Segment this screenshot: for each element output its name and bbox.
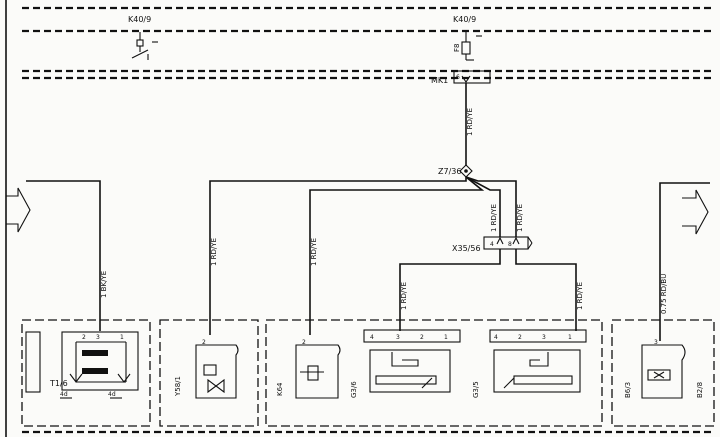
mk1-pin-arrow (461, 75, 471, 83)
main-wire-label: 1 RD/YE (466, 108, 474, 136)
t16-pin-1: 1 (120, 334, 124, 341)
g36-pin-4: 4 (370, 334, 374, 341)
k64-pin: 2 (302, 339, 306, 346)
g36-pin-2: 2 (420, 334, 424, 341)
t1-6-module (25, 331, 139, 399)
wire-b63 (659, 182, 710, 341)
y58-label: Y58/1 (174, 376, 182, 397)
branch-k64 (309, 176, 485, 335)
k40-9-left-switch (131, 32, 158, 60)
mk1-label: MK1 (431, 76, 448, 85)
t16-wire-label: 1 BK/YE (100, 271, 108, 298)
g36-wire-label: 1 RD/YE (400, 282, 408, 310)
right-continuation-arrow (682, 189, 709, 235)
b63-label: B6/3 (624, 382, 632, 398)
g35-label: G3/5 (472, 381, 480, 398)
y58-pin: 2 (202, 339, 206, 346)
mk1-connector (453, 70, 491, 84)
g3-5-sensor (489, 329, 587, 393)
t16-pin-3: 3 (96, 334, 100, 341)
g35-pin-2: 2 (518, 334, 522, 341)
g35-wire-label: 1 RD/YE (576, 282, 584, 310)
g35-pin-4: 4 (494, 334, 498, 341)
x35-56-connector (483, 236, 529, 250)
g36-pin-1: 1 (444, 334, 448, 341)
b63-pin: 3 (654, 339, 658, 346)
g35-pin-3: 3 (542, 334, 546, 341)
box-k64-g3 (265, 319, 603, 427)
t16-left-pin: 4d (60, 391, 68, 398)
x35-pin-right: 8 (508, 241, 512, 248)
b28-label: B2/8 (696, 382, 704, 398)
x35-pin-left: 4 (490, 241, 494, 248)
branch-x35-right (465, 176, 517, 237)
t16-pin-2: 2 (82, 334, 86, 341)
x35-left-wire-label: 1 RD/YE (490, 204, 498, 232)
k64-label: K64 (276, 382, 284, 396)
b6-3-sensor (641, 344, 686, 399)
box-y58 (159, 319, 259, 427)
splice-dot (464, 169, 468, 173)
mk1-pin: 6 (456, 74, 460, 81)
g36-pin-3: 3 (396, 334, 400, 341)
wire-to-g36 (399, 249, 501, 331)
g35-pin-1: 1 (568, 334, 572, 341)
b63-wire-label: 0.75 RD/BU (660, 274, 668, 314)
g3-6-sensor (363, 329, 461, 393)
t16-right-pin: 4d (108, 391, 116, 398)
k40-9-left-label: K40/9 (128, 15, 151, 24)
wire-to-g35 (515, 249, 577, 331)
fuse-label: F8 (453, 44, 461, 52)
g36-label: G3/6 (350, 381, 358, 398)
k64-wire-label: 1 RD/YE (310, 238, 318, 266)
t16-label: T1/6 (49, 379, 68, 388)
branch-y58 (209, 177, 467, 335)
x35-56-label: X35/56 (452, 244, 481, 253)
k64-relay (295, 344, 341, 399)
x35-right-wire-label: 1 RD/YE (516, 204, 524, 232)
splice-label: Z7/36 (438, 167, 461, 176)
fuse-f8 (461, 32, 482, 61)
k40-9-right-label: K40/9 (453, 15, 476, 24)
left-continuation-arrow (6, 187, 31, 233)
y58-1-valve (195, 344, 239, 399)
wire-t16 (26, 180, 101, 331)
y58-wire-label: 1 RD/YE (210, 238, 218, 266)
branch-x35-left (465, 176, 501, 237)
